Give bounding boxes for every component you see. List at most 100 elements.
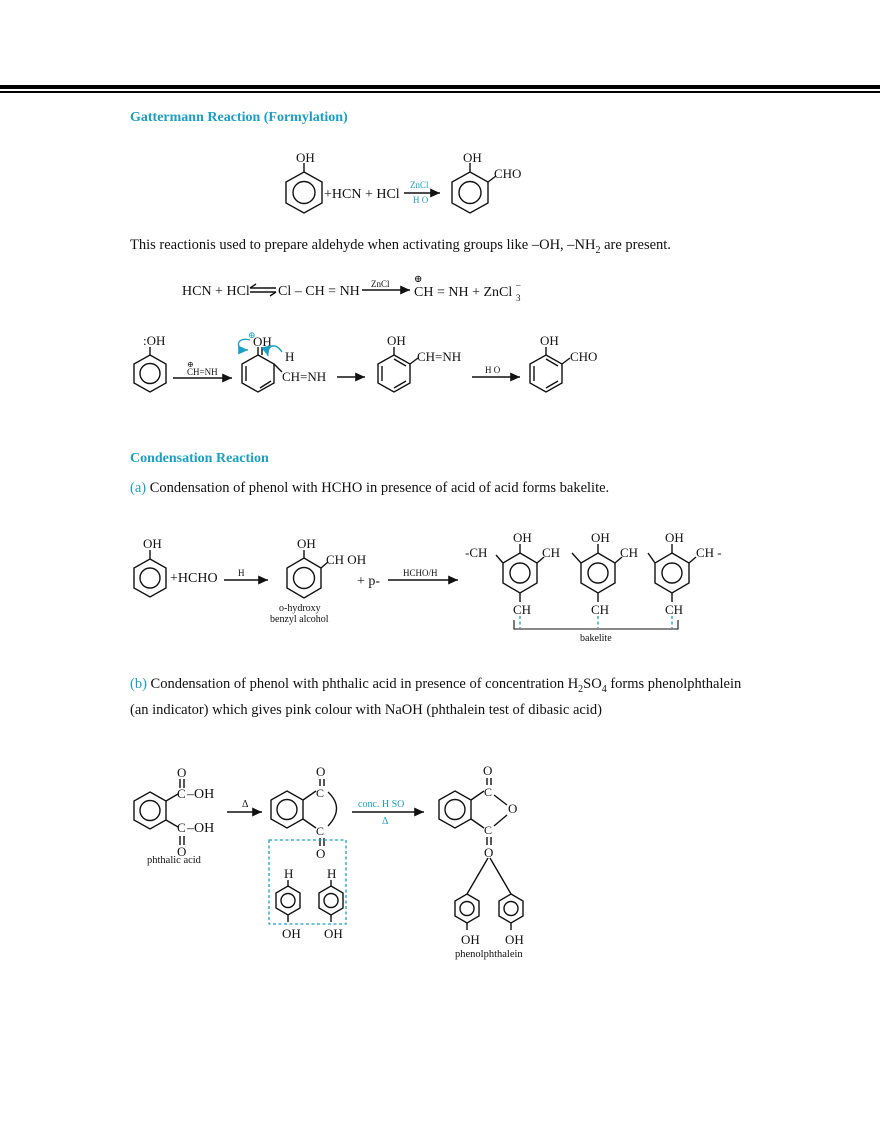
equilibrium-head (269, 291, 277, 297)
heat-label: Δ (242, 799, 249, 810)
o-label: O (316, 764, 325, 779)
oh-label: OH (253, 334, 272, 349)
equilibrium-head (249, 283, 257, 289)
cho-bond (487, 175, 497, 183)
double-bond (259, 380, 272, 389)
note-text-end: are present. (600, 237, 671, 253)
ch2-bottom: CH (513, 602, 531, 617)
plus-sign: ⊕ (187, 360, 194, 369)
eq2-sup: – (515, 280, 521, 290)
ch2-bridge: CH (542, 545, 560, 560)
c-label: C (484, 823, 492, 837)
bridge-bond (536, 556, 545, 564)
heat-label: Δ (382, 816, 389, 827)
bridge-bond (614, 556, 623, 564)
phenol-ring (498, 893, 524, 924)
double-bond (545, 380, 559, 389)
aromatic-circle (139, 362, 161, 385)
note-sub: 2 (595, 244, 601, 256)
phthalic-ring (133, 791, 167, 830)
bakelite-caption: bakelite (580, 633, 612, 644)
oh-label: OH (461, 932, 480, 947)
phenol-ring (285, 171, 323, 214)
hcho-label: +HCHO (170, 571, 218, 586)
condensation-heading: Condensation Reaction (130, 451, 269, 466)
oh-lone-pair: :OH (143, 333, 165, 348)
phenol-box (268, 839, 347, 925)
phenolphthalein-equation: O C –OH C –OH O phthalic acid Δ O C C (133, 763, 524, 960)
phenol-ring (318, 885, 344, 916)
aromatic-circle (139, 799, 161, 822)
ring-bond (302, 790, 317, 801)
eq2-catalyst: ZnCl (371, 279, 390, 289)
gattermann-note: This reactionis used to prepare aldehyde… (130, 235, 671, 261)
eq2-sub: 3 (516, 293, 521, 303)
h-label: H (327, 866, 336, 881)
c-label: C (484, 785, 492, 799)
aryl-bond (489, 857, 512, 895)
bakelite-equation: OH +HCHO H OH CH OH o-hydroxy benzyl alc… (133, 530, 722, 644)
aromatic-circle (292, 566, 316, 590)
bakelite-bracket (513, 620, 679, 630)
phenolphthalein-caption: phenolphthalein (455, 949, 523, 960)
aromatic-circle (458, 180, 482, 205)
o-label: O (484, 845, 493, 860)
o-label: O (483, 763, 492, 778)
ch2-end-left: -CH (465, 545, 487, 560)
o-label: O (316, 846, 325, 861)
note-text: This reactionis used to prepare aldehyde… (130, 237, 596, 253)
condensation-b-text: (b) Condensation of phenol with phthalic… (130, 674, 750, 721)
gattermann-heading: Gattermann Reaction (Formylation) (130, 110, 348, 125)
cho-bond (561, 357, 571, 365)
oh-label: –OH (186, 787, 214, 802)
cho-label: CHO (494, 166, 521, 181)
ring-bond (327, 791, 338, 827)
para-label: + p- (357, 574, 380, 589)
o-hydroxy-caption: o-hydroxy (279, 603, 321, 614)
b-sub-1: 2 (578, 683, 584, 695)
b-text-2: SO (583, 676, 602, 692)
catalyst-bottom: H O (413, 195, 429, 205)
electron-arrow (261, 345, 283, 357)
oh-label: OH (387, 333, 406, 348)
b-sub-2: 4 (601, 683, 607, 695)
oh-label: OH (540, 333, 559, 348)
b-line-2: (an indicator) which gives pink colour w… (130, 701, 602, 718)
ch2oh-label: CH OH (326, 552, 366, 567)
o-label: O (508, 801, 517, 816)
h-label: H (285, 349, 294, 364)
cho-label: CHO (570, 349, 597, 364)
ch2-end-right: CH - (696, 545, 722, 560)
carboxyl-bond (165, 819, 179, 828)
phthalic-anhydride-ring (270, 790, 304, 829)
sulfuric-label: conc. H SO (358, 799, 404, 810)
ch-nh-label: CH=NH (282, 369, 326, 384)
reagents-label: +HCN + HCl (324, 187, 400, 202)
eq2-reactants: HCN + HCl (182, 284, 250, 299)
header-rule-thin (0, 91, 880, 93)
aromatic-circle (323, 892, 339, 909)
aryl-bond (466, 857, 489, 895)
bakelite-unit-2 (580, 544, 616, 602)
label-a: (a) (130, 480, 147, 496)
b-text-3: forms phenolphthalein (606, 676, 742, 692)
ch2oh-bond (320, 561, 329, 569)
double-bond (545, 358, 559, 367)
oh-label: OH (505, 932, 524, 947)
oh-label: OH (297, 536, 316, 551)
bakelite-unit-3 (654, 544, 690, 602)
phenolphthalein-ring (438, 790, 472, 829)
hydrolysis-reagent: H O (485, 365, 501, 375)
double-bond (393, 380, 407, 389)
alcohol-ring (286, 557, 322, 599)
gattermann-mechanism: :OH ⊕ CH=NH ⊕ OH H CH=NH OH CH=NH (133, 330, 597, 393)
bridge-bond (647, 552, 656, 564)
product-ring (451, 171, 489, 214)
ch2-bottom: CH (665, 602, 683, 617)
aromatic-circle (503, 900, 519, 917)
benzyl-alcohol-caption: benzyl alcohol (270, 614, 329, 625)
oh-label: OH (513, 530, 532, 545)
oh-label: OH (463, 150, 482, 165)
b-text-1: Condensation of phenol with phthalic aci… (146, 676, 579, 692)
